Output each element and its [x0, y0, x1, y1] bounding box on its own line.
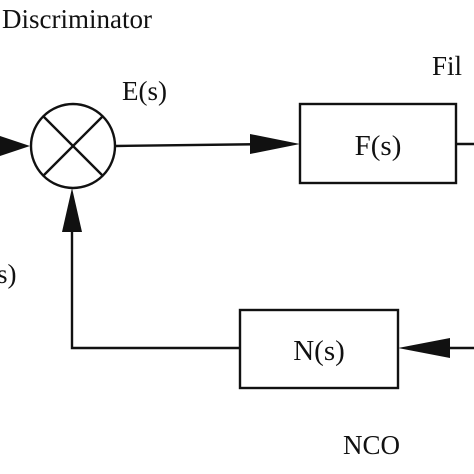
nco-label: NCO	[343, 430, 400, 460]
input-arrow	[0, 136, 30, 156]
filter-block: F(s)	[298, 102, 458, 185]
error-signal-connector	[114, 134, 300, 154]
discriminator-label: Discriminator	[2, 4, 152, 34]
nco-input-arrow	[398, 338, 474, 358]
left-signal-label-partial: s)	[0, 259, 17, 289]
filter-label-partial: Fil	[432, 51, 462, 81]
summing-junction	[29, 102, 117, 190]
filter-block-label: F(s)	[355, 130, 402, 162]
nco-block: N(s)	[238, 308, 400, 390]
error-signal-label: E(s)	[122, 76, 167, 106]
nco-block-label: N(s)	[293, 335, 345, 367]
feedback-connector	[62, 188, 240, 350]
